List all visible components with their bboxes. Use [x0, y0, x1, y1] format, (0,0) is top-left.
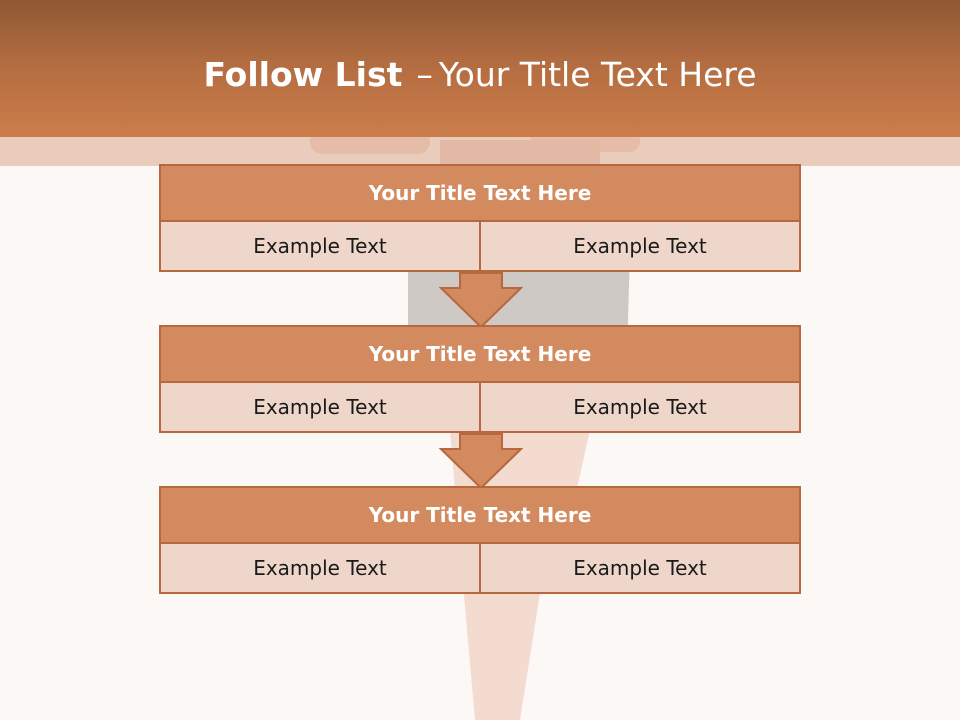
- block-cell-left: Example Text: [159, 220, 481, 272]
- block-cell-right: Example Text: [479, 542, 801, 594]
- block-title: Your Title Text Here: [159, 486, 801, 544]
- title-bar-band: [0, 137, 960, 166]
- list-block: Your Title Text Here Example Text Exampl…: [159, 325, 801, 433]
- block-title: Your Title Text Here: [159, 325, 801, 383]
- list-block: Your Title Text Here Example Text Exampl…: [159, 164, 801, 272]
- title-bar: [0, 0, 960, 137]
- block-cell-left: Example Text: [159, 542, 481, 594]
- list-block: Your Title Text Here Example Text Exampl…: [159, 486, 801, 594]
- down-arrow-icon: [439, 433, 523, 489]
- title-dash: –: [416, 55, 433, 94]
- block-cell-left: Example Text: [159, 381, 481, 433]
- title-rest-part: Your Title Text Here: [438, 55, 757, 94]
- title-bold-part: Follow List: [203, 55, 403, 94]
- down-arrow-icon: [439, 272, 523, 328]
- block-cell-right: Example Text: [479, 220, 801, 272]
- block-cell-right: Example Text: [479, 381, 801, 433]
- page-title: Follow List–Your Title Text Here: [0, 50, 960, 100]
- block-title: Your Title Text Here: [159, 164, 801, 222]
